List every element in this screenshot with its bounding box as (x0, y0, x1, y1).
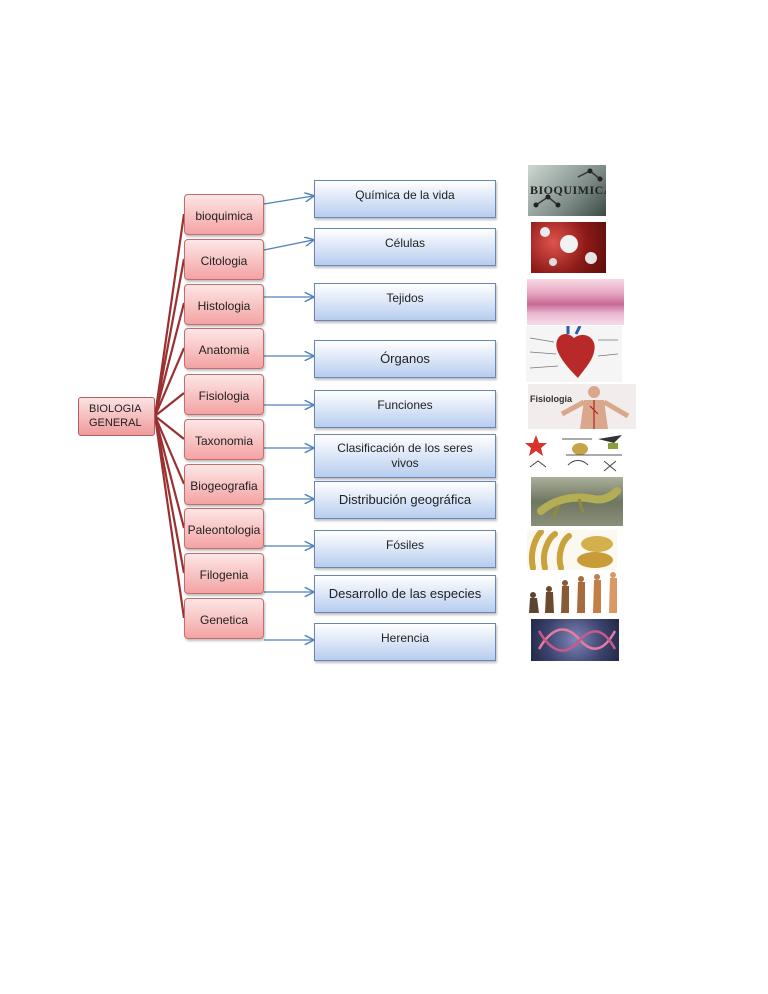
animals-icon (525, 435, 622, 472)
cells-icon (540, 227, 597, 266)
human-evolution-image (527, 571, 621, 615)
description-arrows (263, 196, 313, 640)
description-citologia: Células (314, 228, 496, 266)
description-text: Desarrollo de las especies (328, 585, 482, 601)
arrow (263, 240, 313, 251)
cells-image (531, 222, 606, 273)
description-filogenia: Desarrollo de las especies (314, 575, 496, 613)
branch-label: Citologia (200, 254, 248, 268)
branch-citologia: Citologia (184, 239, 264, 280)
description-text-line2: vivos (391, 456, 419, 470)
root-label-line1: BIOLOGIA (89, 402, 142, 415)
branch-filogenia: Filogenia (184, 553, 264, 594)
description-text: Funciones (377, 398, 433, 412)
description-fisiologia: Funciones (314, 390, 496, 428)
connector-line (153, 302, 186, 417)
connector-line (153, 415, 186, 485)
branch-paleontologia: Paleontologia (184, 508, 264, 549)
description-text: Órganos (380, 350, 430, 366)
molecule-icon (533, 168, 603, 208)
lizard-image (531, 477, 623, 526)
description-histologia: Tejidos (314, 283, 496, 321)
connector-line (153, 258, 186, 417)
dna-image (531, 619, 619, 661)
fossils-image (527, 530, 617, 570)
description-biogeografia: Distribución geográfica (314, 481, 496, 519)
branch-label: Taxonomia (194, 434, 254, 448)
branch-label: Paleontologia (187, 523, 261, 537)
description-genetica: Herencia (314, 623, 496, 661)
lizard-icon (537, 487, 621, 518)
root-label-line2: GENERAL (89, 416, 142, 429)
fisiologia-image-text: Fisiologia (530, 394, 573, 404)
tissue-image (527, 279, 624, 325)
description-text-line1: Clasificación de los seres (337, 441, 473, 455)
connector-line (153, 415, 186, 619)
connector-line (153, 213, 186, 417)
dna-icon (537, 628, 617, 652)
human-body-image: Fisiologia (528, 384, 636, 429)
human-body-icon (560, 386, 630, 429)
branch-taxonomia: Taxonomia (184, 419, 264, 460)
branch-biogeografia: Biogeografia (184, 464, 264, 505)
branch-label: Anatomia (198, 343, 250, 357)
animal-classification-image (522, 431, 628, 475)
heart-anatomy-image (526, 326, 622, 382)
branch-label: Histologia (197, 299, 251, 313)
description-text: Fósiles (385, 538, 424, 552)
description-text: Distribución geográfica (338, 491, 472, 507)
fossils-icon (529, 530, 613, 570)
branch-fisiologia: Fisiologia (184, 374, 264, 415)
branch-anatomia: Anatomia (184, 328, 264, 369)
description-text: Herencia (380, 631, 430, 645)
root-node: BIOLOGIA GENERAL (78, 397, 155, 436)
branch-genetica: Genetica (184, 598, 264, 639)
branch-label: Filogenia (199, 568, 249, 582)
branch-label: Genetica (199, 613, 249, 627)
heart-icon (529, 326, 619, 378)
arrow (263, 196, 313, 205)
molecule-image: BIOQUIMICA (528, 165, 606, 216)
connector-line (153, 347, 186, 417)
description-anatomia: Órganos (314, 340, 496, 378)
connector-line (154, 415, 185, 440)
branch-histologia: Histologia (184, 284, 264, 325)
connector-line (154, 392, 185, 417)
description-paleontologia: Fósiles (314, 530, 496, 568)
description-text: Química de la vida (355, 188, 455, 202)
bioquimica-image-text: BIOQUIMICA (530, 183, 606, 197)
description-taxonomia: Clasificación de los seres vivos (314, 434, 496, 478)
evolution-icon (529, 572, 617, 613)
description-text: Células (384, 236, 426, 250)
branch-label: Biogeografia (190, 479, 258, 493)
branch-bioquimica: bioquimica (184, 194, 264, 235)
connector-line (153, 415, 186, 529)
description-bioquimica: Química de la vida (314, 180, 496, 218)
root-connectors (153, 213, 186, 619)
description-text: Tejidos (386, 291, 424, 305)
branch-label: bioquimica (195, 209, 253, 223)
branch-label: Fisiologia (198, 389, 250, 403)
